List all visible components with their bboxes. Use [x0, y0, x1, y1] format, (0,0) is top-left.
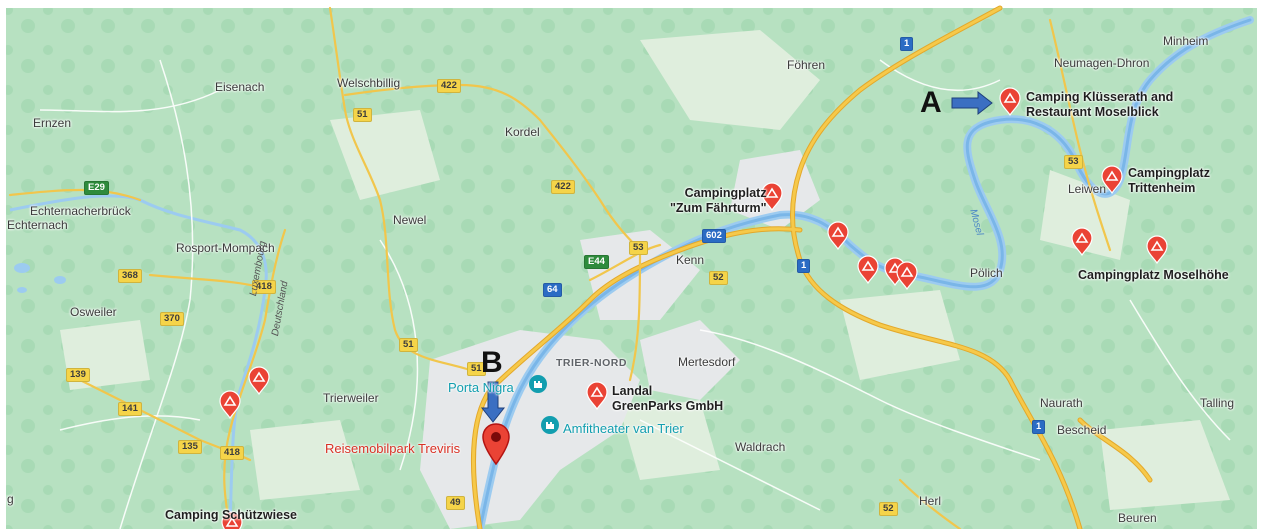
town-label[interactable]: Beuren — [1118, 511, 1157, 525]
town-label[interactable]: Kenn — [676, 253, 705, 267]
annotation-letter-a: A — [920, 86, 942, 119]
camping-marker-icon[interactable] — [586, 381, 608, 411]
town-label[interactable]: Pölich — [970, 266, 1003, 280]
road-shield-1: 1 — [900, 37, 914, 51]
town-label[interactable]: Leiwen — [1068, 182, 1107, 196]
poi-label-moselhohe[interactable]: Campingplatz Moselhöhe — [1078, 268, 1229, 282]
town-label[interactable]: Föhren — [787, 58, 826, 72]
town-label[interactable]: Minheim — [1163, 34, 1209, 48]
camping-marker-icon[interactable] — [827, 221, 849, 251]
town-label[interactable]: Waldrach — [735, 440, 786, 454]
camping-marker-icon[interactable] — [1146, 235, 1168, 265]
town-label[interactable]: Echternacherbrück — [30, 204, 131, 218]
landmark-icon[interactable] — [540, 415, 560, 435]
poi-label-faehrturm[interactable]: Campingplatz"Zum Fährturm" — [670, 186, 767, 215]
district-label: TRIER-NORD — [556, 357, 627, 369]
town-label[interactable]: Newel — [393, 213, 427, 227]
road-shield-422: 422 — [551, 180, 575, 194]
town-label[interactable]: Eisenach — [215, 80, 265, 94]
annotation-arrow-b — [480, 381, 506, 423]
town-label[interactable]: Ernzen — [33, 116, 72, 130]
road-shield-e29: E29 — [84, 181, 109, 195]
camping-marker-icon[interactable] — [219, 390, 241, 420]
poi-label-porta-nigra[interactable]: Porta Nigra — [448, 380, 514, 395]
town-label[interactable]: Rosport-Mompach — [176, 241, 275, 255]
road-shield-1: 1 — [1032, 420, 1046, 434]
road-shield-51: 51 — [353, 108, 372, 122]
road-shield-418: 418 — [252, 280, 276, 294]
road-shield-49: 49 — [446, 496, 465, 510]
road-shield-422: 422 — [437, 79, 461, 93]
camping-marker-icon[interactable] — [248, 366, 270, 396]
camping-markers — [219, 87, 1168, 529]
road-shield-53: 53 — [629, 241, 648, 255]
camping-marker-icon[interactable] — [1101, 165, 1123, 195]
location-pin-icon[interactable] — [480, 422, 512, 466]
town-label[interactable]: Echternach — [7, 218, 68, 232]
road-shield-51: 51 — [467, 362, 486, 376]
town-label[interactable]: Welschbillig — [337, 76, 401, 90]
camping-marker-icon[interactable] — [896, 261, 918, 291]
town-label[interactable]: Kordel — [505, 125, 540, 139]
town-label[interactable]: Neumagen-Dhron — [1054, 56, 1150, 70]
road-shield-368: 368 — [118, 269, 142, 283]
road-shield-51: 51 — [399, 338, 418, 352]
road-shield-53: 53 — [1064, 155, 1083, 169]
town-label[interactable]: g — [7, 492, 14, 506]
road-shield-52: 52 — [709, 271, 728, 285]
lakes — [14, 263, 66, 293]
annotation-arrow-a — [951, 90, 993, 116]
landmark-icon[interactable] — [528, 374, 548, 394]
road-shield-602: 602 — [702, 229, 726, 243]
town-label[interactable]: Mertesdorf — [678, 355, 736, 369]
camping-marker-icon[interactable] — [857, 255, 879, 285]
annotation-letter-b: B — [481, 346, 503, 379]
road-shield-370: 370 — [160, 312, 184, 326]
town-label[interactable]: Talling — [1200, 396, 1235, 410]
town-label[interactable]: Trierweiler — [323, 391, 379, 405]
poi-label-amphitheater[interactable]: Amfitheater van Trier — [563, 421, 684, 436]
camping-marker-icon[interactable] — [221, 511, 243, 529]
minor-roads — [39, 59, 1231, 529]
poi-label-schutzwiese[interactable]: Camping Schützwiese — [165, 508, 297, 522]
town-label[interactable]: Osweiler — [70, 305, 117, 319]
town-label[interactable]: Bescheid — [1057, 423, 1107, 437]
camping-marker-icon[interactable] — [1071, 227, 1093, 257]
road-shield-141: 141 — [118, 402, 142, 416]
road-shield-418: 418 — [220, 446, 244, 460]
road-shield-1: 1 — [797, 259, 811, 273]
town-label[interactable]: Herl — [919, 494, 942, 508]
field-patches — [60, 30, 1230, 510]
town-label[interactable]: Naurath — [1040, 396, 1083, 410]
camping-marker-icon[interactable] — [999, 87, 1021, 117]
poi-label-treviris[interactable]: Reisemobilpark Treviris — [325, 441, 461, 456]
road-shield-135: 135 — [178, 440, 202, 454]
road-shield-139: 139 — [66, 368, 90, 382]
road-shield-52: 52 — [879, 502, 898, 516]
road-shield-e44: E44 — [584, 255, 609, 269]
camping-marker-icon[interactable] — [761, 182, 783, 212]
road-shield-64: 64 — [543, 283, 562, 297]
